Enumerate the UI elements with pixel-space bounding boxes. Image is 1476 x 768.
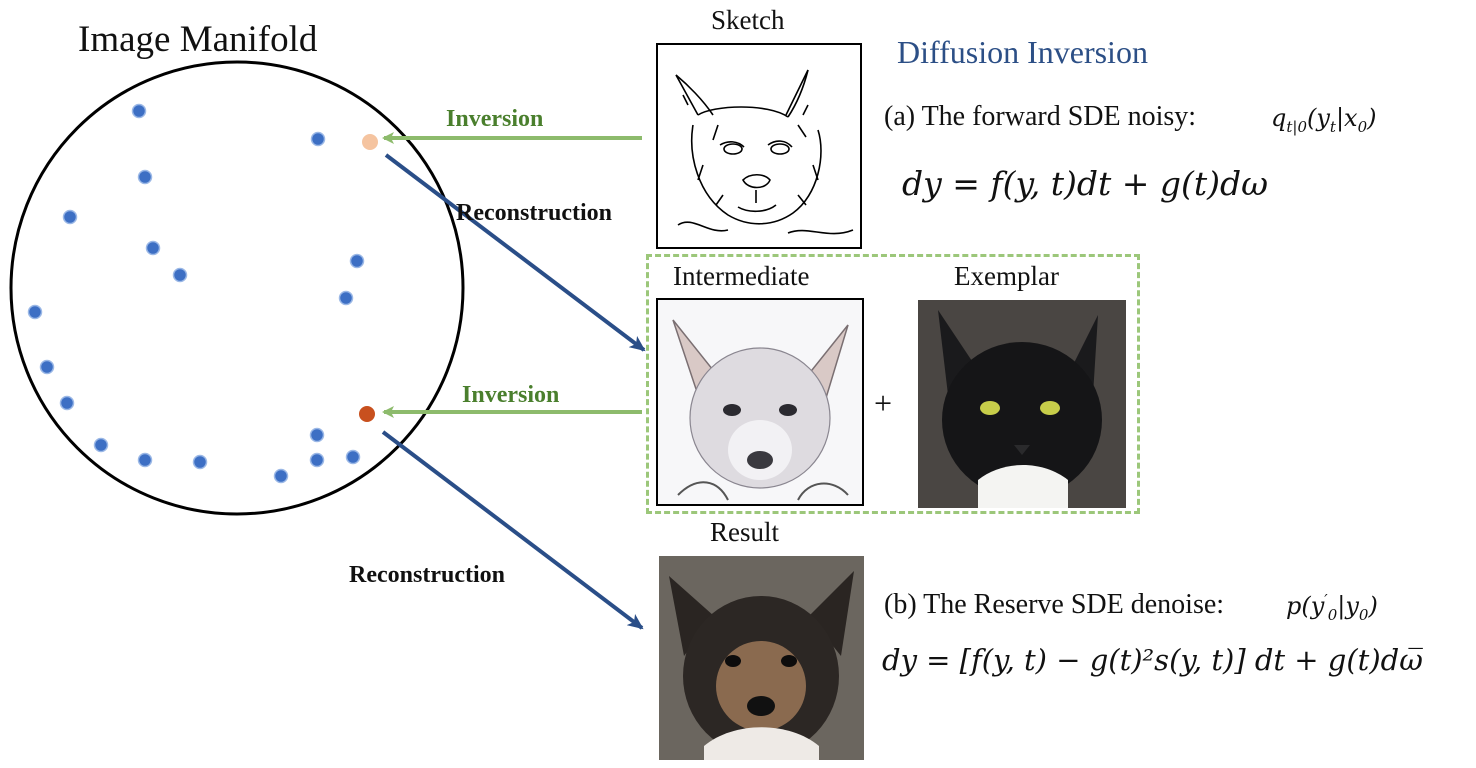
manifold-point [131, 103, 147, 119]
result-caption: Result [710, 517, 780, 547]
manifold-title: Image Manifold [78, 19, 318, 60]
sketch-image [656, 43, 862, 249]
reverse-sde-math: p(y′0|y0) [1286, 591, 1378, 624]
manifold-point [93, 437, 109, 453]
exemplar-cat-drawing [918, 300, 1126, 508]
reconstruction-label-top: Reconstruction [456, 200, 612, 226]
forward-sde-text: (a) The forward SDE noisy: [884, 101, 1197, 132]
inversion-label-top: Inversion [446, 106, 544, 132]
manifold-point [137, 169, 153, 185]
intermediate-caption: Intermediate [673, 261, 810, 291]
manifold-points [27, 103, 365, 484]
exemplar-caption: Exemplar [954, 261, 1059, 291]
result-puppy-drawing [659, 556, 864, 760]
sketch-drawing [675, 69, 854, 235]
result-image [659, 556, 864, 760]
manifold-point [137, 452, 153, 468]
source-point-intermediate [359, 406, 375, 422]
manifold-circle [9, 60, 465, 516]
manifold-point [62, 209, 78, 225]
reverse-sde-text: (b) The Reserve SDE denoise: [884, 589, 1225, 620]
manifold-point [345, 449, 361, 465]
manifold-point [309, 427, 325, 443]
forward-sde-math: qt|0(yt|x0) [1271, 104, 1377, 136]
inversion-label-bottom: Inversion [462, 382, 560, 408]
sketch-caption: Sketch [711, 5, 785, 35]
manifold-point [192, 454, 208, 470]
intermediate-puppy-drawing [658, 300, 862, 504]
reconstruction-arrow-top [384, 153, 646, 352]
manifold-point [145, 240, 161, 256]
forward-sde-equation: dy = f(y, t)dt + g(t)dω [902, 164, 1269, 203]
reconstruction-arrow-bottom [381, 430, 644, 630]
manifold-point [309, 452, 325, 468]
manifold-point [59, 395, 75, 411]
source-point-sketch [362, 134, 378, 150]
manifold-point [273, 468, 289, 484]
intermediate-image [656, 298, 864, 506]
manifold-point [349, 253, 365, 269]
manifold-point [172, 267, 188, 283]
manifold-point [338, 290, 354, 306]
intermediate-exemplar-group [646, 254, 1140, 514]
manifold-point [310, 131, 326, 147]
manifold-point [27, 304, 43, 320]
reverse-sde-equation: dy = [f(y, t) − g(t)²s(y, t)] dt + g(t)d… [882, 643, 1423, 677]
exemplar-image [918, 300, 1126, 508]
reconstruction-label-bottom: Reconstruction [349, 562, 505, 588]
plus-sign: + [874, 385, 893, 421]
manifold-point [39, 359, 55, 375]
panel-title: Diffusion Inversion [897, 34, 1148, 70]
